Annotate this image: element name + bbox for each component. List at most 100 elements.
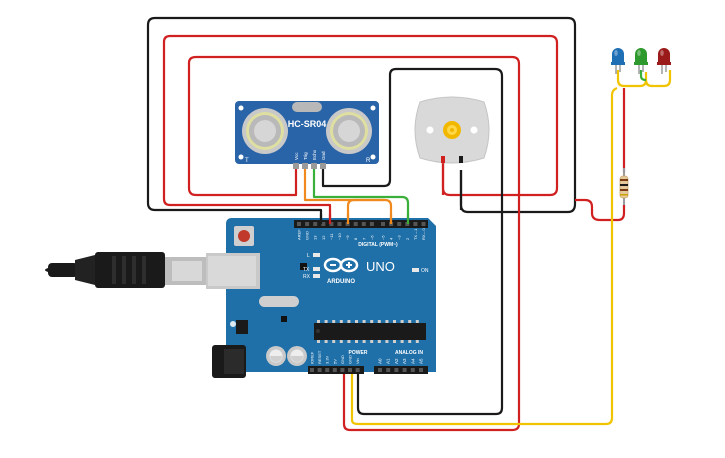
wire-green-led-link[interactable] (639, 70, 647, 82)
header-pin[interactable] (369, 222, 374, 226)
motor-hole (426, 126, 434, 134)
analog-pin-label: A1 (386, 358, 391, 364)
mount-hole (238, 154, 244, 160)
sensor-pin-echo[interactable] (311, 163, 317, 169)
header-pin[interactable] (325, 368, 330, 372)
header-pin[interactable] (361, 222, 366, 226)
sensor-pin-gnd[interactable] (320, 163, 326, 169)
transducer-left (242, 108, 288, 154)
header-pin[interactable] (310, 368, 314, 372)
arduino-logo-icon (323, 257, 359, 273)
sensor-pin-label: Trig (303, 152, 308, 160)
header-pin[interactable] (337, 222, 342, 226)
header-pin[interactable] (386, 368, 391, 372)
digital-pin-label: ~6 (369, 235, 374, 240)
digital-pin-label: ~10 (337, 232, 342, 240)
resistor-band (620, 194, 628, 196)
dc-motor[interactable] (414, 96, 490, 164)
wire-black-outer[interactable] (146, 16, 577, 222)
crystal-oscillator (292, 102, 322, 112)
header-pin[interactable] (313, 222, 318, 226)
wire-yellow-leds[interactable] (616, 70, 672, 88)
digital-pin-label: ~9 (345, 235, 350, 240)
digital-pin-label: TX→1 (413, 228, 418, 240)
power-pin-label: IOREF (310, 351, 315, 364)
on-led (412, 268, 419, 272)
power-pin-label: RESET (317, 350, 322, 364)
wire-orange-motor[interactable] (346, 198, 384, 222)
led-red[interactable] (657, 48, 671, 74)
usb-cable[interactable] (45, 252, 207, 288)
board-crystal (259, 296, 299, 307)
analog-pin-label: A2 (394, 358, 399, 364)
wire-red-to-resistor[interactable] (575, 198, 626, 222)
capacitor-2 (287, 346, 307, 366)
led-blue[interactable] (611, 48, 625, 74)
digital-header-label: DIGITAL (PWM~) (358, 242, 398, 248)
digital-pin-label: 7 (361, 237, 366, 240)
header-pin[interactable] (332, 368, 337, 372)
wire-red-outer[interactable] (162, 34, 559, 222)
motor-terminal-neg[interactable] (459, 156, 463, 163)
digital-pin-label: ~11 (329, 233, 334, 240)
header-pin[interactable] (381, 222, 385, 226)
header-pin[interactable] (378, 368, 382, 372)
analog-pin-label: A4 (410, 358, 415, 364)
header-pin[interactable] (413, 222, 418, 226)
digital-pin-label: 8 (353, 237, 358, 240)
header-pin[interactable] (355, 368, 360, 372)
header-pin[interactable] (397, 222, 402, 226)
analog-label: ANALOG IN (395, 350, 423, 356)
header-pin[interactable] (402, 368, 407, 372)
sensor-corner-right: R (366, 158, 371, 164)
svg-text:RX: RX (303, 274, 311, 280)
header-pin[interactable] (394, 368, 399, 372)
header-pin[interactable] (353, 222, 358, 226)
sensor-pin-trig[interactable] (302, 163, 308, 169)
wire-orange-trig[interactable] (303, 165, 393, 222)
power-pin-label: Vin (355, 358, 360, 364)
power-pin-label: 5V (332, 359, 337, 364)
sensor-pin-label: Gnd (321, 151, 326, 160)
led-green[interactable] (634, 48, 648, 74)
header-pin[interactable] (321, 222, 326, 226)
wires (146, 16, 672, 432)
resistor[interactable] (619, 168, 629, 205)
ultrasonic-sensor[interactable]: HC-SR04 T R Vcc Trig Echo Gnd (235, 101, 379, 169)
wire-black-sensor-gnd[interactable] (321, 67, 504, 416)
wire-red-sensor-vcc[interactable] (187, 55, 521, 432)
sensor-corner-left: T (245, 158, 249, 164)
wire-yellow-long[interactable] (350, 86, 618, 426)
sensor-pin-label: Echo (312, 149, 317, 160)
header-pin[interactable] (317, 368, 322, 372)
onboard-leds: L TX RX (303, 253, 320, 280)
motor-terminal-pos[interactable] (441, 156, 445, 163)
sensor-pin-vcc[interactable] (293, 163, 299, 169)
mount-hole (370, 105, 376, 111)
sensor-pin-label: Vcc (294, 152, 299, 160)
digital-pin-label: ~5 (381, 235, 386, 240)
board-outline (226, 218, 436, 372)
header-pin[interactable] (297, 222, 301, 226)
header-pin[interactable] (329, 222, 334, 226)
header-pin[interactable] (305, 222, 310, 226)
header-pin[interactable] (421, 222, 426, 226)
digital-pin-label: RX←0 (421, 227, 426, 240)
transducer-right (326, 108, 372, 154)
header-pin[interactable] (410, 368, 415, 372)
analog-pin-label: A5 (419, 358, 424, 364)
mount-hole (370, 154, 376, 160)
header-pin[interactable] (340, 368, 345, 372)
wire-green-echo[interactable] (312, 165, 410, 222)
header-pin[interactable] (419, 368, 423, 372)
sensor-title: HC-SR04 (288, 119, 327, 129)
voltage-regulator (236, 320, 248, 334)
header-pin[interactable] (348, 368, 352, 372)
reset-button[interactable] (234, 226, 254, 246)
digital-pin-label: 4 (389, 237, 394, 240)
